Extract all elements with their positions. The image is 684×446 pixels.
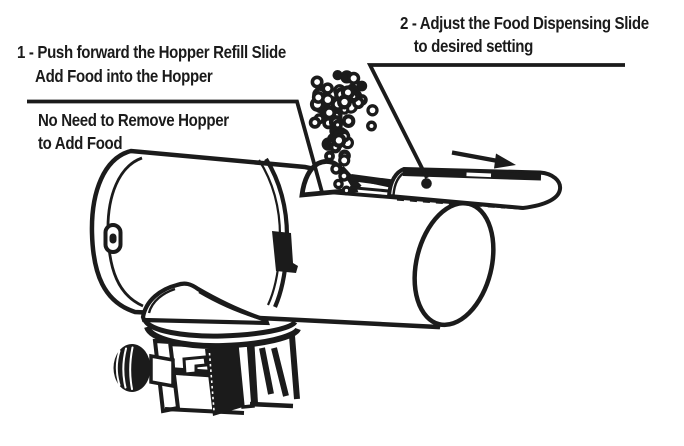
leader-line-step2 (366, 63, 625, 179)
direction-arrow (451, 150, 516, 169)
step-2-line-2: to desired setting (413, 36, 534, 56)
clamp-base-rim-top (142, 318, 298, 339)
clamp-knob-ridges (115, 346, 134, 390)
power-button-dot (109, 233, 117, 244)
step-1-line-1: 1 - Push forward the Hopper Refill Slide (17, 42, 286, 62)
clamp-screw-shaft (149, 353, 175, 389)
clamp-pad (205, 346, 243, 416)
clamp-rod-step-plate (182, 355, 208, 376)
clamp-bottom-bar-right (249, 401, 294, 409)
slide-setting-slot (466, 172, 492, 178)
clamp-right-bar-outer (289, 335, 300, 400)
hopper-note: No Need to Remove Hopper to Add Food (38, 109, 229, 155)
slide-knob-dot (421, 178, 432, 189)
mounting-assembly (140, 281, 301, 350)
dome-inner-line-right (198, 290, 259, 320)
clamp-knob (113, 344, 151, 392)
hopper-note-line-2: to Add Food (38, 133, 123, 153)
step-2-line-1: 2 - Adjust the Food Dispensing Slide (400, 13, 649, 33)
step-1-instruction: 1 - Push forward the Hopper Refill Slide… (17, 40, 286, 88)
clamp-right-bar-inner (248, 344, 258, 404)
food-pellets (308, 70, 379, 167)
hopper-note-line-1: No Need to Remove Hopper (38, 110, 229, 130)
step-2-instruction: 2 - Adjust the Food Dispensing Slide to … (400, 12, 649, 58)
leader-lines (27, 63, 625, 195)
pellet-trickle (330, 163, 352, 196)
clamp-pad-seam (208, 352, 215, 412)
refill-slide-track-lower (349, 186, 395, 193)
step-1-line-2: Add Food into the Hopper (35, 66, 213, 86)
clamp-bottom-bar (164, 407, 245, 415)
dispensing-slide (386, 150, 563, 211)
clamp-assembly (113, 335, 300, 416)
latch (272, 231, 298, 273)
clamp-springs (259, 347, 289, 397)
dome-inner-line-left (147, 287, 176, 314)
leader-line-step1 (27, 99, 325, 195)
